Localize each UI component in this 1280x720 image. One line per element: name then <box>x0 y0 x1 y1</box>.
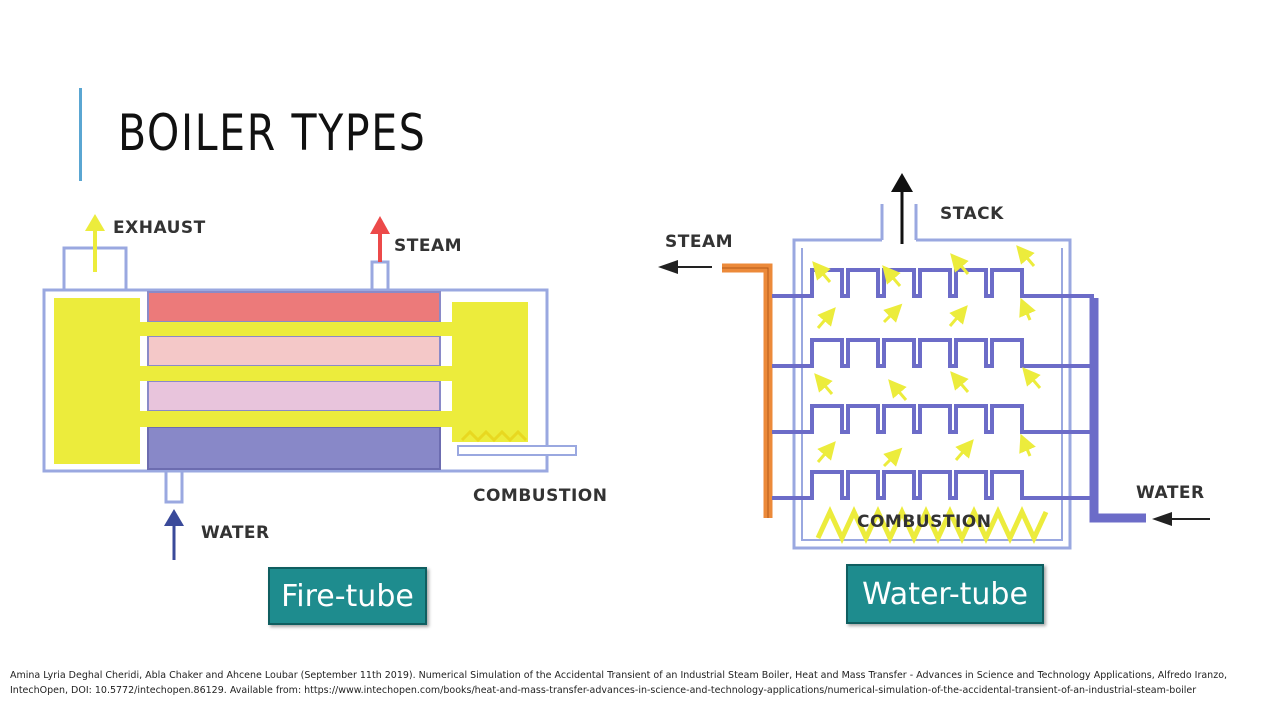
steam-space <box>147 291 441 323</box>
exhaust-label: EXHAUST <box>113 218 206 238</box>
steam-header-edge <box>722 267 769 518</box>
left-smoke-box <box>54 298 140 464</box>
fire-tube-pass-3 <box>120 411 452 427</box>
steam-arrow-head <box>370 216 390 234</box>
burner-flame <box>460 429 528 443</box>
fire-water-label: WATER <box>201 523 270 543</box>
water-tube-inner-casing <box>801 248 1063 541</box>
water-inlet <box>164 471 184 504</box>
fire-tube-label-box: Fire-tube <box>268 567 427 625</box>
stack-arrow-head <box>891 173 913 192</box>
water-tube-steam-label: STEAM <box>665 232 733 252</box>
stack-walls <box>880 204 918 240</box>
water-tube-label-box: Water-tube <box>846 564 1044 624</box>
right-smoke-box <box>452 302 528 442</box>
water-in-arrow-head <box>1152 512 1172 526</box>
water-header <box>1089 298 1146 523</box>
page-title: BOILER TYPES <box>118 104 427 162</box>
burner-pipe <box>457 445 577 456</box>
serpentine-tubes <box>772 268 1094 500</box>
water-arrow-head <box>164 509 184 526</box>
fire-steam-label: STEAM <box>394 236 462 256</box>
steam-outlet <box>370 260 390 290</box>
tube-layer-1 <box>147 335 441 367</box>
exhaust-arrow-head <box>85 214 105 231</box>
combustion-flame <box>815 506 1049 544</box>
tube-layer-2 <box>147 380 441 412</box>
steam-header <box>722 263 773 518</box>
fire-tube-diagram: EXHAUST STEAM COMBUSTION WATER <box>42 214 607 560</box>
citation-text: Amina Lyria Deghal Cheridi, Abla Chaker … <box>10 670 1228 696</box>
flue-gas-arrows <box>812 245 1042 468</box>
water-tube-combustion-label: COMBUSTION <box>857 512 991 532</box>
water-tube-water-label: WATER <box>1136 483 1205 503</box>
fire-combustion-label: COMBUSTION <box>473 486 607 506</box>
steam-out-arrow-head <box>658 260 678 274</box>
stack-label: STACK <box>940 204 1004 224</box>
water-tube-casing <box>792 238 1072 550</box>
title-accent-bar <box>79 88 82 181</box>
water-tube-diagram: STACK STEAM WATER COMBUSTION <box>658 173 1210 550</box>
fire-tube-pass-1 <box>140 322 452 336</box>
fire-tube-shell <box>42 288 549 473</box>
water-space <box>147 426 441 470</box>
fire-tube-pass-2 <box>140 366 452 381</box>
